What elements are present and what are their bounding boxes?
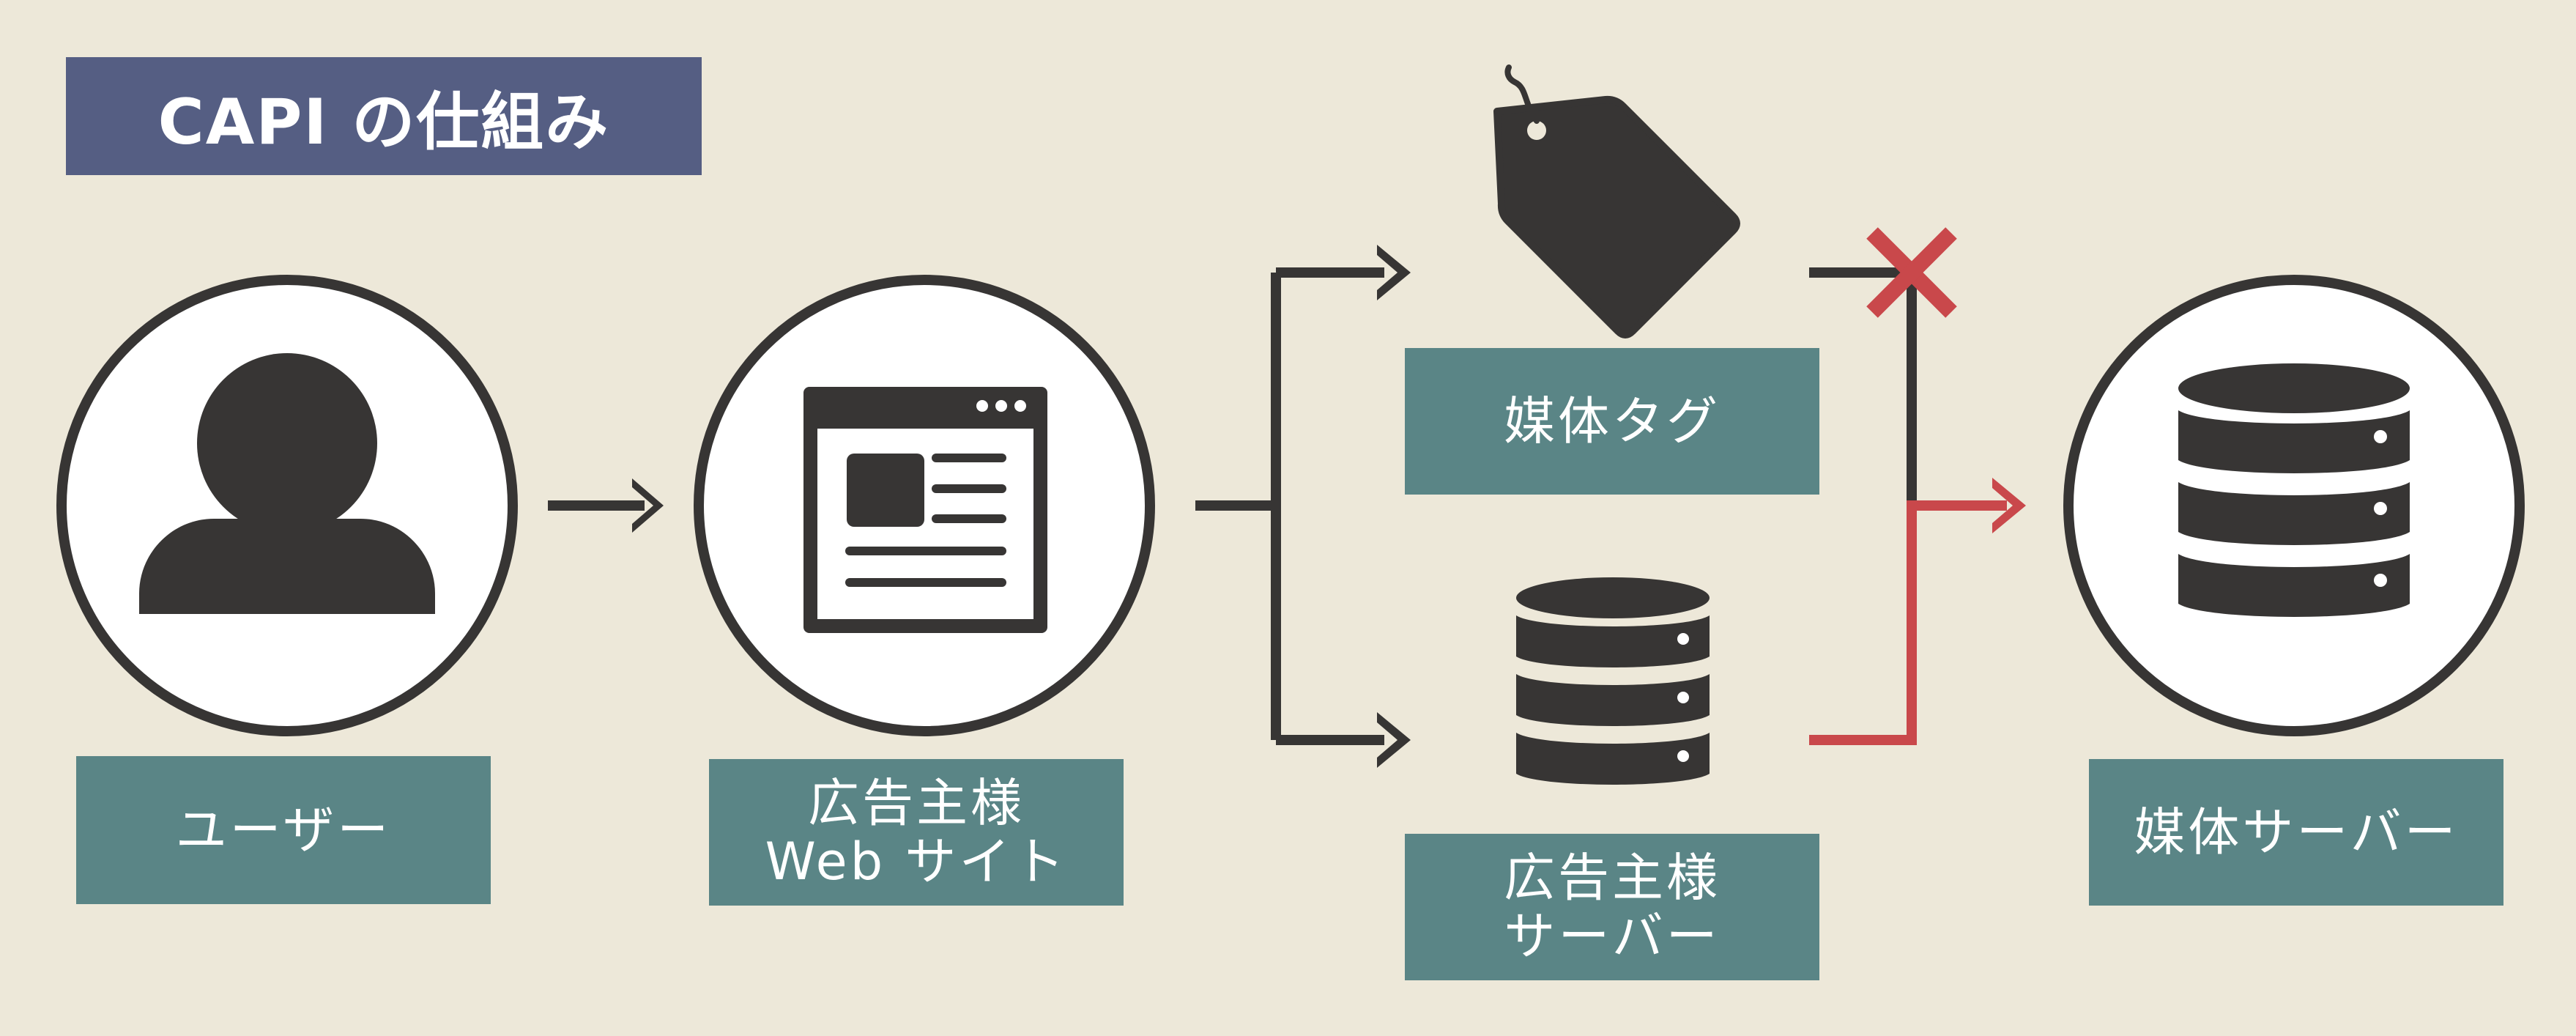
label-media-tag: 媒体タグ (1405, 348, 1819, 495)
arrowhead (1377, 712, 1411, 768)
price-tag-icon (1493, 64, 1740, 338)
edge-tag-connector (1809, 267, 1917, 506)
edge-website-split (1195, 267, 1384, 745)
arrowhead (632, 478, 664, 533)
label-advertiser-server: 広告主様 サーバー (1405, 834, 1819, 980)
label-media-server-text: 媒体サーバー (2134, 802, 2459, 862)
person-icon (139, 353, 435, 614)
label-advertiser-server-line-1: 広告主様 (1504, 847, 1721, 908)
x-mark-icon (1866, 227, 1957, 318)
database-icon (1516, 577, 1710, 785)
label-media-server: 媒体サーバー (2089, 759, 2503, 906)
label-website: 広告主様 Web サイト (709, 759, 1124, 906)
diagram-title: CAPI の仕組み (66, 57, 702, 175)
database-icon (2178, 363, 2410, 617)
arrowhead (1992, 478, 2026, 533)
browser-window-icon (803, 387, 1047, 633)
label-user: ユーザー (76, 756, 491, 904)
label-advertiser-server-line-2: サーバー (1504, 906, 1721, 966)
label-user-text: ユーザー (175, 799, 392, 860)
edge-advertiser-media-server (1809, 500, 2007, 745)
label-media-tag-text: 媒体タグ (1504, 391, 1721, 451)
label-website-line-1: 広告主様 (808, 772, 1025, 833)
label-website-line-2: Web サイト (765, 832, 1068, 892)
arrowhead (1377, 245, 1411, 300)
